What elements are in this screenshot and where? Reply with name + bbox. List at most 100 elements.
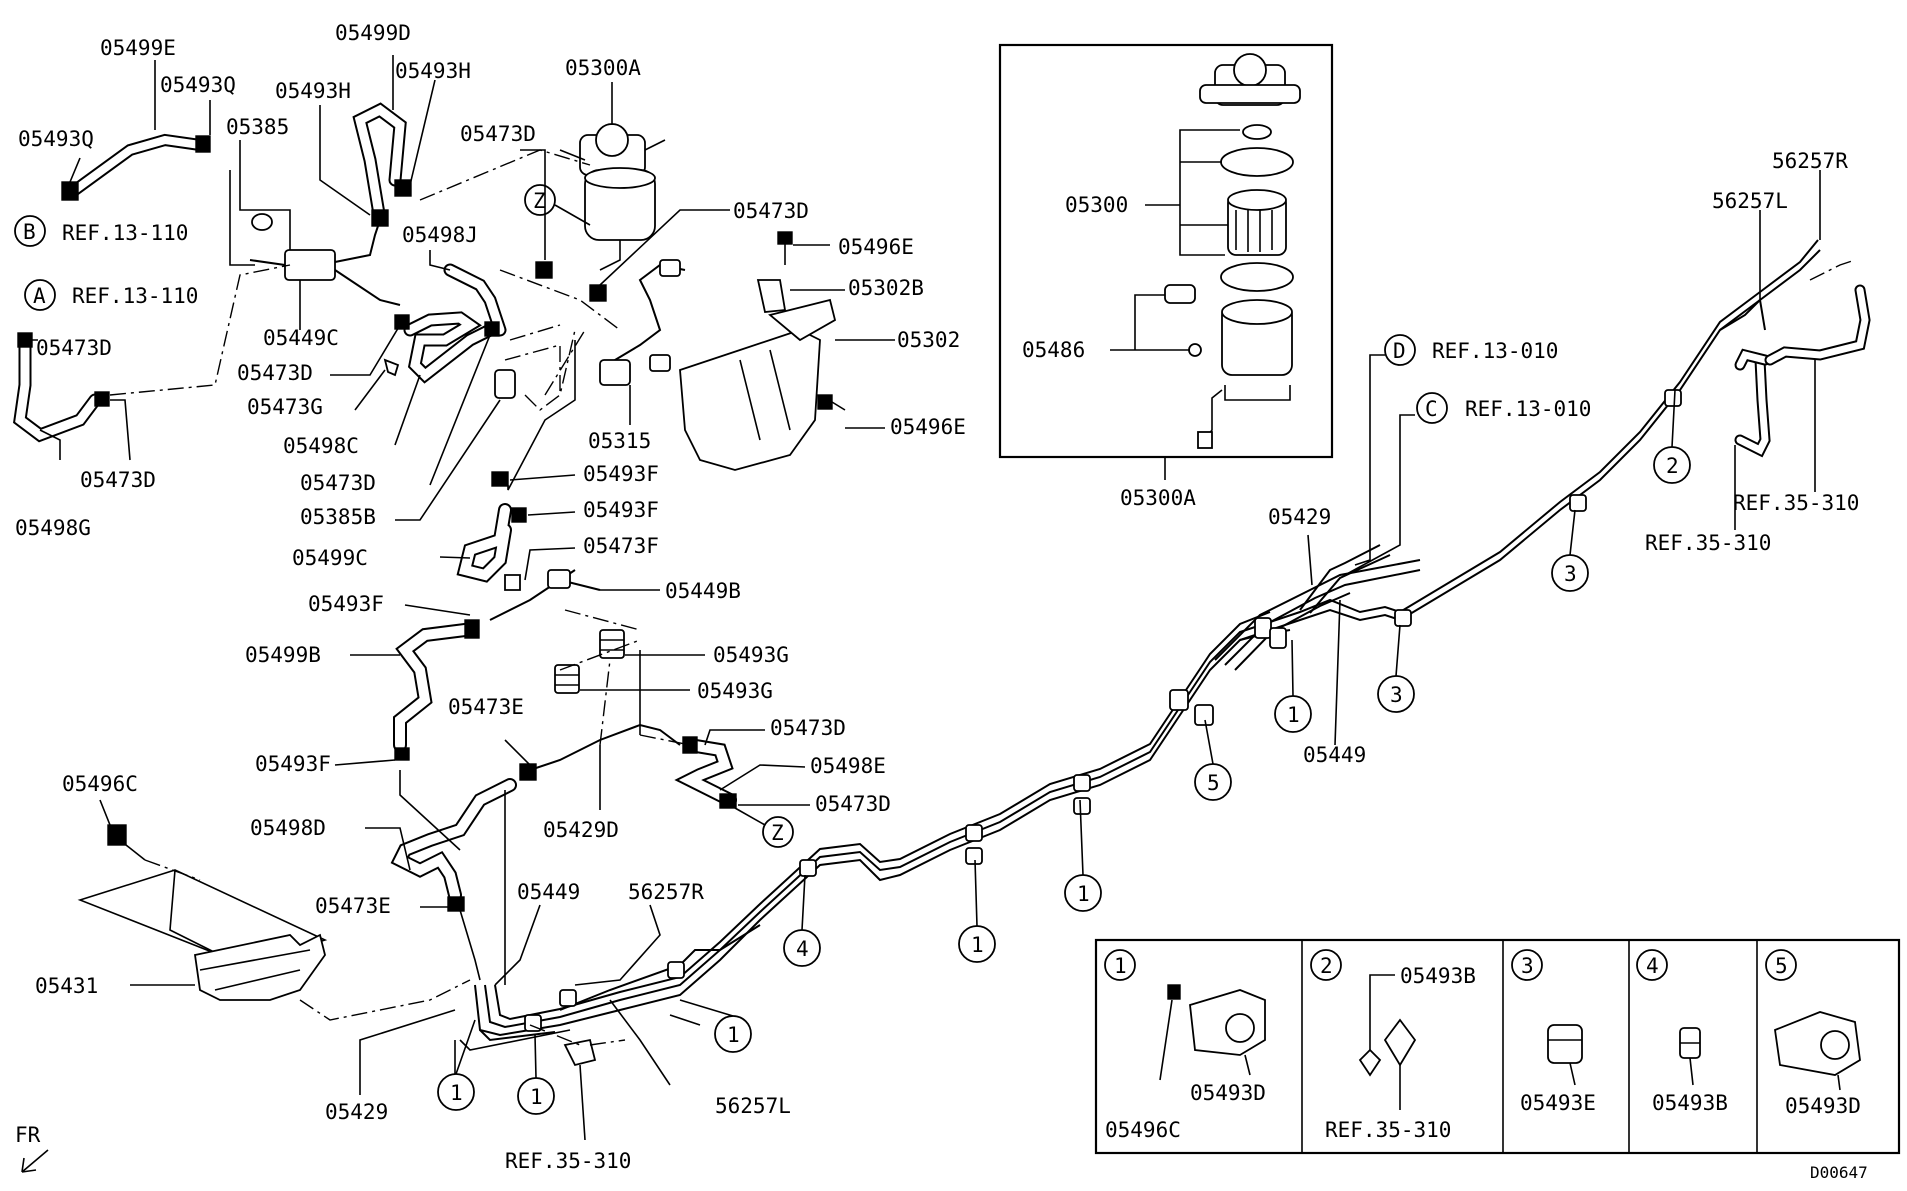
label-05493F-a: 05493F: [583, 462, 659, 486]
clip-legend-table: 1 05496C 05493D 2 05493B REF.35-310 3 05: [1094, 938, 1901, 1155]
label-05493G-b: 05493G: [697, 679, 773, 703]
numbered-callouts: 1 1 1 1 1 1 2 3 3 4 5: [437, 446, 1691, 1115]
filter-element-part: [1227, 189, 1287, 256]
inset-frame: [998, 43, 1334, 459]
callout-4-text: 4: [796, 937, 809, 961]
legend-3-num: 3: [1521, 954, 1534, 978]
callout-z-lower: [762, 816, 794, 848]
label-05473F: 05473F: [583, 534, 659, 558]
label-05473D-top: 05473D: [460, 122, 536, 146]
legend-5-part: 05493D: [1785, 1094, 1861, 1118]
callout-1-d-text: 1: [727, 1023, 740, 1047]
legend-3-part: 05493E: [1520, 1091, 1596, 1115]
legend-1-num: 1: [1114, 954, 1127, 978]
filter-bowl-part: [1197, 299, 1293, 449]
label-56257L-a: 56257L: [715, 1094, 791, 1118]
hose-05498E-part: [674, 736, 737, 809]
callout-z-upper-text: Z: [533, 189, 546, 213]
wire-harness-part: [599, 259, 686, 425]
small-seal-part: [1242, 124, 1272, 140]
callout-d: [1384, 334, 1416, 366]
label-56257R-a: 56257R: [628, 880, 704, 904]
label-05449B: 05449B: [665, 579, 741, 603]
callout-1-b-text: 1: [1077, 882, 1090, 906]
label-05473D-c: 05473D: [80, 468, 156, 492]
label-05493H-a: 05493H: [275, 79, 351, 103]
ref-13-010-d: REF.13-010: [1432, 339, 1558, 363]
legend-4-part: 05493B: [1652, 1091, 1728, 1115]
legend-4-circle: [1636, 949, 1668, 981]
label-05473D-f: 05473D: [815, 792, 891, 816]
callout-a-text: A: [33, 284, 46, 308]
label-05499C: 05499C: [292, 546, 368, 570]
front-direction-indicator: FR: [15, 1123, 49, 1173]
joint-05449B-part: [489, 569, 601, 621]
callout-1-a-text: 1: [1287, 703, 1300, 727]
clip-05473F-part: [504, 574, 521, 591]
label-05473D-right: 05473D: [733, 199, 809, 223]
callout-c: [1416, 392, 1448, 424]
callout-b: [14, 215, 46, 247]
label-05493G-a: 05493G: [713, 643, 789, 667]
legend-5-circle: [1765, 949, 1797, 981]
bolt-05496E-mid: [817, 394, 846, 411]
label-05429-b: 05429: [1268, 505, 1331, 529]
legend-cell-5: 5 05493D: [1765, 949, 1861, 1118]
label-05449-b: 05449: [1303, 743, 1366, 767]
bolt-05496E-top: [777, 231, 793, 265]
label-05473D-a: 05473D: [36, 336, 112, 360]
legend-5-num: 5: [1775, 954, 1788, 978]
label-05473D-d: 05473D: [300, 471, 376, 495]
label-05300A-bottom: 05300A: [1120, 486, 1196, 510]
callout-a: [24, 279, 56, 311]
label-05473E-b: 05473E: [315, 894, 391, 918]
bolt-05496C-part: [107, 824, 146, 861]
hose-05499C-part: [456, 471, 527, 583]
legend-1-circle: [1104, 949, 1136, 981]
callout-z-upper: [524, 184, 556, 216]
o-ring-lower-part: [1220, 262, 1294, 292]
callout-1-c-text: 1: [971, 933, 984, 957]
ref-13-110-b: REF.13-110: [62, 221, 188, 245]
label-05499B: 05499B: [245, 643, 321, 667]
legend-2-part-b: REF.35-310: [1325, 1118, 1451, 1142]
legend-3-circle: [1511, 949, 1543, 981]
callout-z-lower-text: Z: [771, 821, 784, 845]
legend-1-bolt: [1167, 984, 1181, 1000]
label-05300: 05300: [1065, 193, 1128, 217]
callout-b-text: B: [23, 220, 36, 244]
label-05493Q-left: 05493Q: [18, 127, 94, 151]
hose-05498C-part: [394, 311, 500, 384]
filter-bracket-part: [679, 298, 837, 471]
callout-3-a-text: 3: [1564, 562, 1577, 586]
label-05449C: 05449C: [263, 326, 339, 350]
label-05498E: 05498E: [810, 754, 886, 778]
clamp-05493G-b-part: [554, 664, 580, 694]
legend-1-part-a: 05496C: [1105, 1118, 1181, 1142]
label-05473G: 05473G: [247, 395, 323, 419]
label-05496E-top: 05496E: [838, 235, 914, 259]
nut-05385B-part: [494, 369, 516, 399]
legend-2-circle: [1310, 949, 1342, 981]
callout-c-text: C: [1425, 397, 1438, 421]
label-05302: 05302: [897, 328, 960, 352]
label-05498G: 05498G: [15, 516, 91, 540]
rear-pipe-bundle: [559, 239, 1821, 1011]
legend-cell-3: 3 05493E: [1511, 949, 1596, 1115]
label-05493F-b: 05493F: [583, 498, 659, 522]
label-05473E-a: 05473E: [448, 695, 524, 719]
clamp-05473D-right: [589, 284, 607, 302]
label-05499E: 05499E: [100, 36, 176, 60]
label-05473D-b: 05473D: [237, 361, 313, 385]
label-05449-a: 05449: [517, 880, 580, 904]
bracket-05302B-part: [756, 279, 787, 313]
rear-hose-56257-part: [1734, 284, 1871, 458]
legend-cell-2: 2 05493B REF.35-310: [1310, 949, 1476, 1142]
legend-frame: [1094, 938, 1901, 1155]
label-05498J: 05498J: [402, 223, 478, 247]
joint-05449C-part: [249, 213, 401, 306]
label-56257L-b: 56257L: [1712, 189, 1788, 213]
ref-13-110-a: REF.13-110: [72, 284, 198, 308]
ref-35-310-b: REF.35-310: [1733, 491, 1859, 515]
